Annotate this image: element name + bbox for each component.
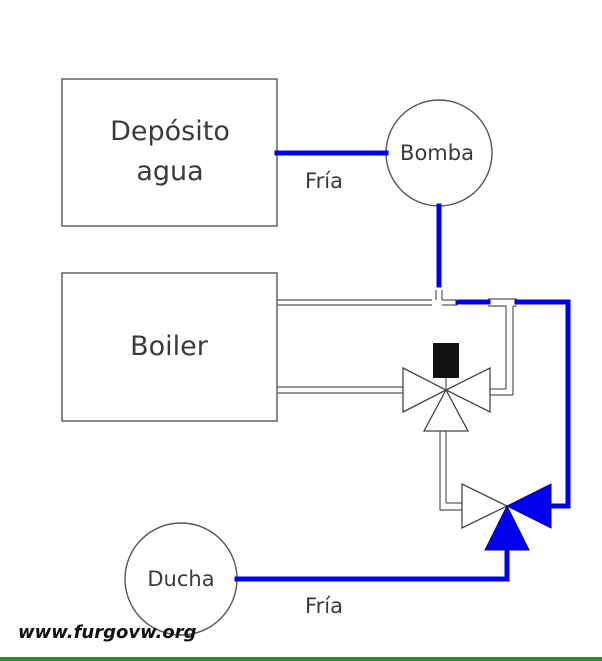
shower-label: Ducha xyxy=(147,567,214,591)
cold-water-pipes xyxy=(234,150,571,582)
tank-label-line2: agua xyxy=(136,156,203,187)
mixing-valve-outlet xyxy=(484,504,530,551)
pump: Bomba xyxy=(385,99,493,207)
tank-label-line1: Depósito xyxy=(110,116,230,147)
cold-label-bottom: Fría xyxy=(305,594,343,618)
watermark-text: www.furgovw.org xyxy=(18,622,197,643)
cold-label-top: Fría xyxy=(305,169,343,193)
bottom-border xyxy=(0,657,602,661)
mixing-valve-cold-inlet xyxy=(505,483,552,529)
water-tank: Depósito agua xyxy=(61,78,278,227)
hot-water-pipes xyxy=(277,290,517,511)
boiler: Boiler xyxy=(61,272,278,422)
three-way-valve xyxy=(402,343,491,432)
cold-pipe-to-mixer xyxy=(514,299,571,509)
cold-pipe-to-shower xyxy=(234,542,510,582)
shower: Ducha xyxy=(124,522,238,636)
boiler-label: Boiler xyxy=(130,331,209,362)
mixing-valve xyxy=(461,482,552,551)
valve-actuator xyxy=(433,343,459,378)
pump-label: Bomba xyxy=(400,141,474,165)
